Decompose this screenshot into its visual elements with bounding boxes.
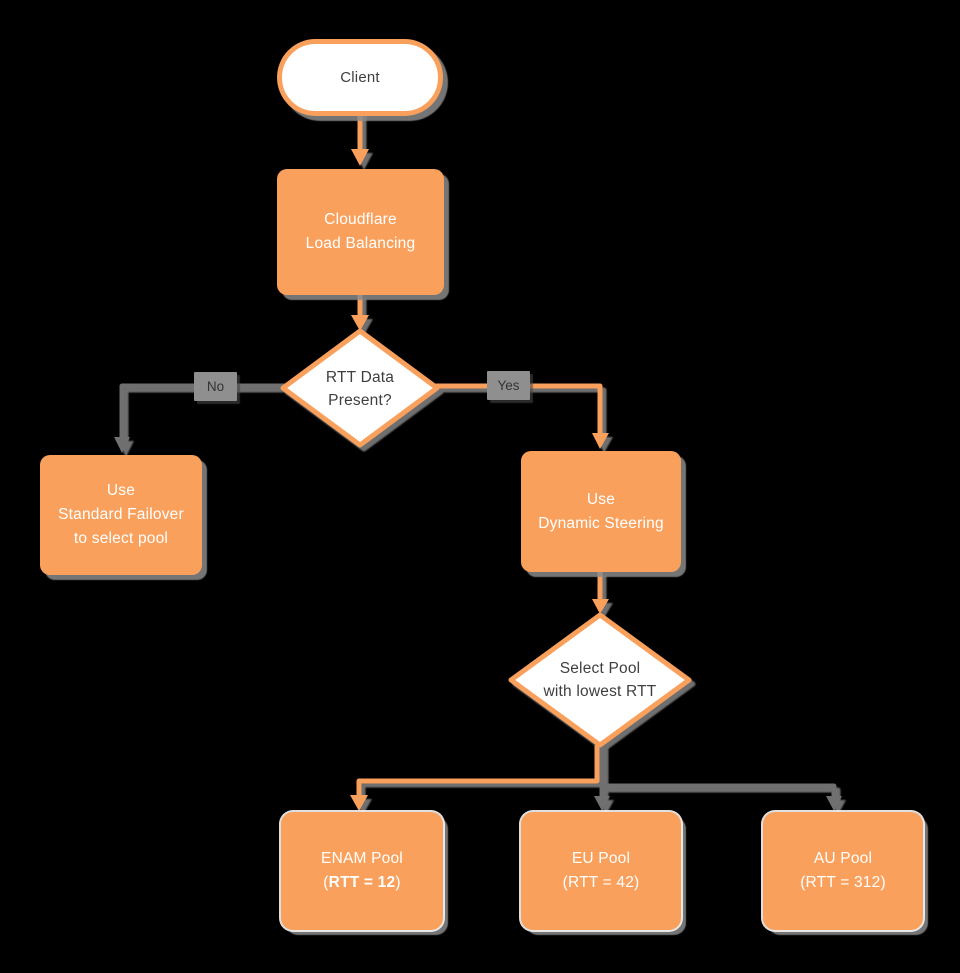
node-select-pool-line1: Select Pool [559, 660, 641, 677]
node-rtt-decision: RTT Data Present? [283, 333, 437, 445]
edge-selectpool-to-enampool [356, 745, 600, 796]
arrowhead-to-eupool [594, 796, 610, 811]
arrowhead-to-enampool [350, 795, 368, 811]
node-client-label: Client [340, 68, 380, 86]
node-enam-pool: ENAM Pool (RTT = 12) [281, 812, 443, 930]
node-enam-pool-paren-open: ( [323, 874, 329, 891]
node-au-pool: AU Pool (RTT = 312) [763, 812, 923, 930]
edge-label-no-text: No [206, 379, 225, 394]
node-enam-pool-rtt-value: RTT = 12 [328, 874, 396, 891]
node-load-balancing-line2: Load Balancing [305, 235, 416, 252]
node-select-pool: Select Pool with lowest RTT [511, 617, 689, 743]
node-dynamic-steering-line2: Dynamic Steering [538, 514, 664, 532]
node-standard-failover-line3: to select pool [73, 530, 169, 547]
arrowhead-to-rttdecision [351, 315, 369, 331]
node-dynamic-steering-line1: Use [586, 490, 616, 508]
node-au-pool-line1: AU Pool [813, 850, 873, 867]
arrowhead-to-loadbalancing [351, 149, 369, 166]
node-rtt-decision-line2: Present? [328, 392, 392, 409]
decision-diamond-selectpool [508, 612, 692, 748]
arrowhead-to-standardfailover [114, 437, 130, 453]
node-au-pool-line2: (RTT = 312) [800, 874, 886, 891]
node-standard-failover-line1: Use [106, 482, 136, 499]
node-enam-pool-line1: ENAM Pool [321, 850, 403, 867]
node-enam-pool-line2: (RTT = 12) [323, 871, 400, 895]
node-load-balancing: Cloudflare Load Balancing [277, 169, 444, 295]
decision-diamond-rtt [280, 328, 440, 448]
node-enam-pool-paren-close: ) [395, 874, 401, 891]
node-rtt-decision-line1: RTT Data [325, 369, 395, 386]
node-load-balancing-line1: Cloudflare [324, 211, 397, 228]
edge-label-no: No [194, 372, 237, 401]
node-select-pool-line2: with lowest RTT [543, 683, 657, 700]
node-standard-failover-line2: Standard Failover [58, 506, 184, 523]
node-eu-pool-line2: (RTT = 42) [562, 874, 640, 891]
node-dynamic-steering: Use Dynamic Steering [521, 451, 681, 572]
edge-label-yes: Yes [487, 371, 530, 400]
edge-label-yes-text: Yes [497, 378, 520, 393]
arrowhead-to-dynamicsteering [592, 433, 609, 449]
node-standard-failover: Use Standard Failover to select pool [40, 455, 202, 575]
node-eu-pool-line1: EU Pool [571, 850, 631, 867]
arrowhead-to-selectpool [592, 599, 609, 614]
node-client: Client [277, 39, 443, 116]
edge-selectpool-to-aupool [602, 783, 837, 797]
node-eu-pool: EU Pool (RTT = 42) [521, 812, 681, 930]
arrowhead-to-aupool [826, 796, 842, 811]
